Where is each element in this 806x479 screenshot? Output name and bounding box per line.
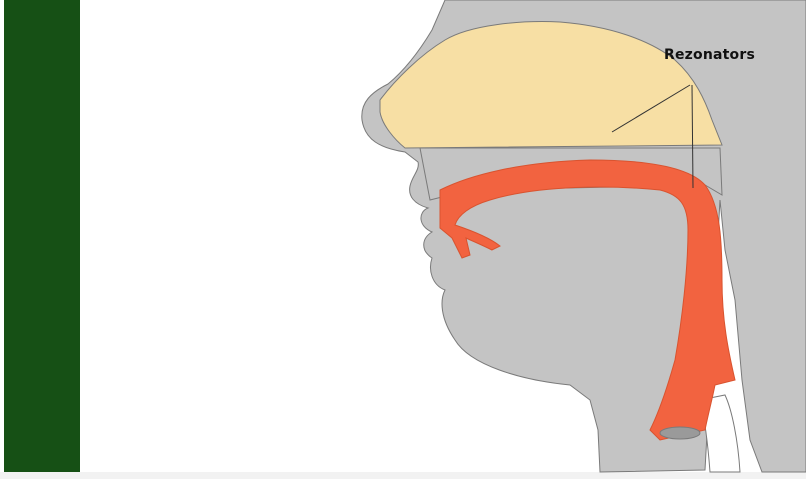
larynx-opening	[660, 427, 700, 439]
resonator-label: Rezonators	[664, 47, 755, 63]
